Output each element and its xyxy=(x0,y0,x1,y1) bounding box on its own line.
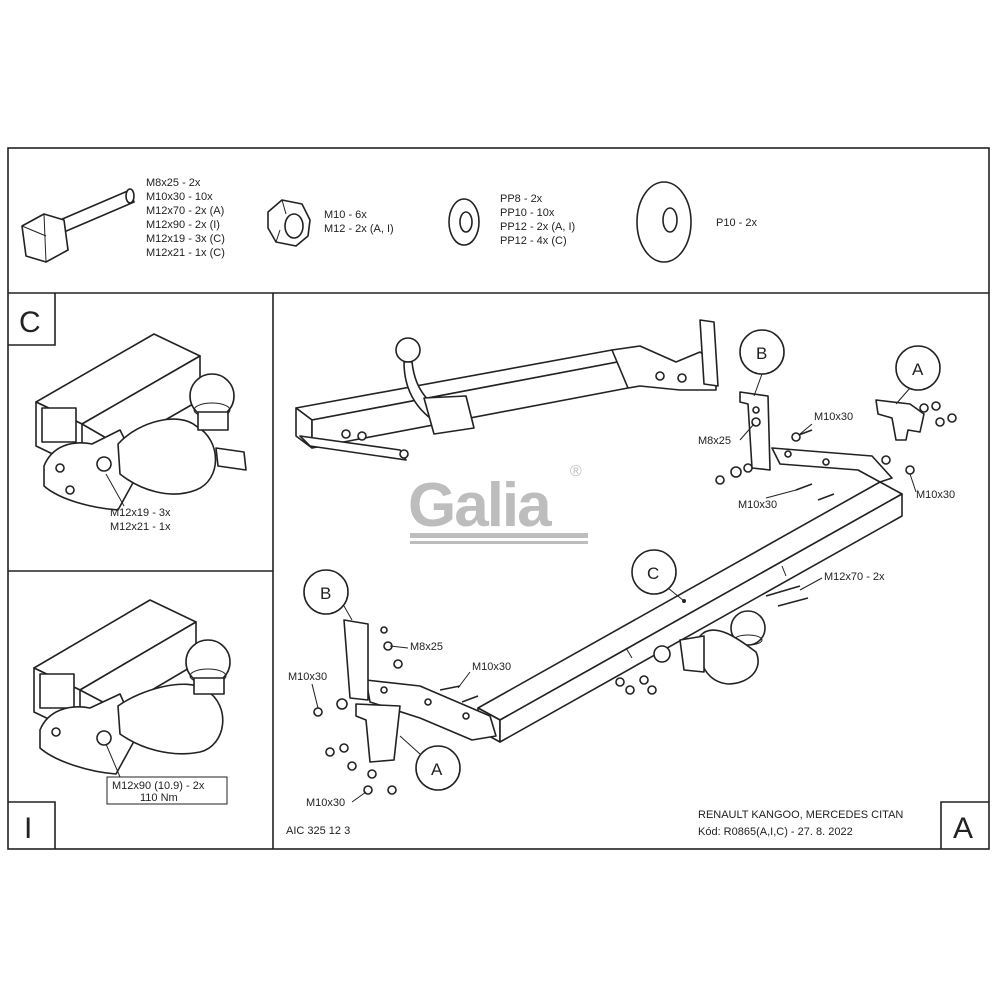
washer-list-0: PP8 - 2x xyxy=(500,193,543,205)
callout-b-top: B xyxy=(739,329,785,397)
panel-i-label-0: M12x90 (10.9) - 2x xyxy=(112,780,205,792)
panel-i-label-box xyxy=(106,776,228,805)
bolt-icon xyxy=(21,188,135,263)
left-mounting-bracket xyxy=(343,619,497,763)
label-m12x70: M12x70 - 2x xyxy=(824,571,885,583)
large-washer-list-0: P10 - 2x xyxy=(716,217,757,229)
washer-list-1: PP10 - 10x xyxy=(500,207,555,219)
bolt-list-5: M12x21 - 1x (C) xyxy=(146,247,225,259)
main-panel-letter: A xyxy=(953,812,973,845)
svg-text:A: A xyxy=(912,360,924,379)
product-code: AIC 325 12 3 xyxy=(286,825,350,837)
label-m10x30-tr3: M10x30 xyxy=(916,489,955,501)
panel-c-letter: C xyxy=(19,306,41,339)
main-tow-ball xyxy=(653,610,766,685)
bolt-list-1: M10x30 - 10x xyxy=(146,191,213,203)
galia-logo-underline-2 xyxy=(410,541,588,544)
main-crossbar xyxy=(477,481,903,743)
galia-logo: Galia xyxy=(408,471,552,540)
panel-i-label-1: 110 Nm xyxy=(140,792,178,804)
galia-registered-mark: ® xyxy=(570,463,582,480)
callout-a-top: A xyxy=(895,345,941,405)
callout-a-left: A xyxy=(399,735,461,791)
drawing-frame xyxy=(7,147,990,850)
callout-b-left: B xyxy=(303,569,353,621)
washer-list-3: PP12 - 4x (C) xyxy=(500,235,567,247)
nut-list-1: M12 - 2x (A, I) xyxy=(324,223,394,235)
galia-logo-underline xyxy=(410,533,588,538)
panel-i-hitch-closeup xyxy=(33,599,231,775)
label-m10x30-tr1: M10x30 xyxy=(814,411,853,423)
washer-list-2: PP12 - 2x (A, I) xyxy=(500,221,575,233)
svg-text:C: C xyxy=(647,564,659,583)
fastener-set-left xyxy=(313,626,657,795)
washer-icon xyxy=(448,198,480,246)
bolt-list-4: M12x19 - 3x (C) xyxy=(146,233,225,245)
label-m10x30-bl1: M10x30 xyxy=(288,671,327,683)
panel-c-hitch-closeup xyxy=(35,333,247,511)
panel-i-letter: I xyxy=(24,812,32,845)
nut-icon xyxy=(267,199,311,247)
callout-c-mid: C xyxy=(631,549,685,602)
label-m10x30-bl3: M10x30 xyxy=(306,797,345,809)
svg-text:B: B xyxy=(320,584,331,603)
label-m8x25-tr: M8x25 xyxy=(698,435,731,447)
drawing-code-date: Kód: R0865(A,I,C) - 27. 8. 2022 xyxy=(698,826,853,838)
panel-c-label-0: M12x19 - 3x xyxy=(110,507,171,519)
large-washer-icon xyxy=(636,181,692,263)
rear-bumper-beam xyxy=(295,319,719,461)
svg-text:B: B xyxy=(756,344,767,363)
svg-text:A: A xyxy=(431,760,443,779)
label-m10x30-tr2: M10x30 xyxy=(738,499,777,511)
vehicle-names: RENAULT KANGOO, MERCEDES CITAN xyxy=(698,809,903,821)
right-mounting-bracket xyxy=(739,391,925,483)
label-m10x30-bl2: M10x30 xyxy=(472,661,511,673)
bolt-list-3: M12x90 - 2x (I) xyxy=(146,219,220,231)
label-m8x25-bl: M8x25 xyxy=(410,641,443,653)
nut-list-0: M10 - 6x xyxy=(324,209,367,221)
panel-c-label-1: M12x21 - 1x xyxy=(110,521,171,533)
bolt-list-2: M12x70 - 2x (A) xyxy=(146,205,224,217)
bolt-list-0: M8x25 - 2x xyxy=(146,177,201,189)
